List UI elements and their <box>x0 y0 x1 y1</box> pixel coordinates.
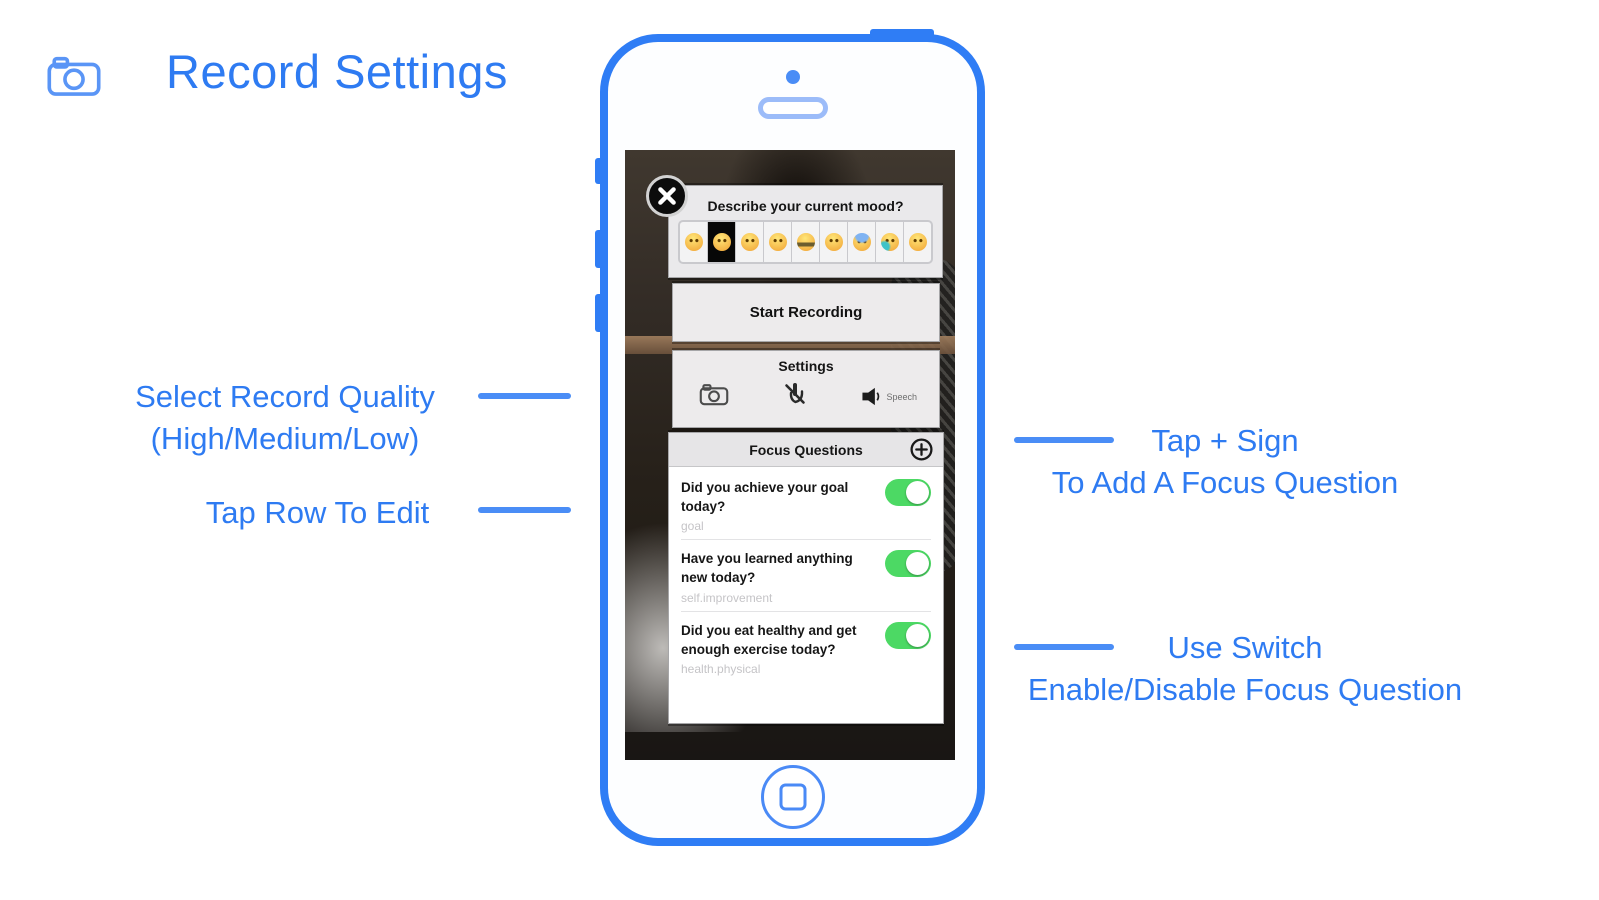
volume-down-button <box>595 294 604 332</box>
emoji-cell[interactable] <box>820 222 848 262</box>
focus-question-row[interactable]: Did you achieve your goal today? goal <box>681 469 931 541</box>
power-button <box>870 29 934 38</box>
focus-questions-title: Focus Questions <box>749 441 863 458</box>
phone-frame: Describe your current mood? Start Record… <box>595 29 985 846</box>
annotation-select-record-quality: Select Record Quality (High/Medium/Low) <box>105 376 465 460</box>
emoji-cell[interactable] <box>792 222 820 262</box>
start-recording-button[interactable]: Start Recording <box>672 283 940 342</box>
speech-label: Speech <box>886 391 917 402</box>
annotation-line: Tap + Sign <box>1151 423 1299 458</box>
volume-up-button <box>595 230 604 268</box>
annotation-line: Select Record Quality <box>135 379 435 414</box>
question-toggle-switch[interactable] <box>885 550 931 578</box>
question-text: Did you achieve your goal today? <box>681 480 849 515</box>
question-text: Have you learned anything new today? <box>681 551 853 586</box>
emoji-cell[interactable] <box>680 222 708 262</box>
smiling-emoji-icon <box>740 233 759 251</box>
page-title: Record Settings <box>166 45 508 98</box>
earpiece-speaker <box>757 97 828 119</box>
mood-prompt: Describe your current mood? <box>707 198 904 214</box>
emoji-strip <box>678 220 933 264</box>
focus-question-row[interactable]: Have you learned anything new today? sel… <box>681 540 931 612</box>
emoji-cell[interactable] <box>904 222 931 262</box>
close-icon[interactable] <box>646 175 688 217</box>
focus-questions-panel: Focus Questions Did you achieve your goa… <box>668 432 944 724</box>
connector-line <box>1014 437 1114 443</box>
connector-line <box>478 393 571 399</box>
annotation-tap-row-to-edit: Tap Row To Edit <box>205 495 430 530</box>
annotation-line: (High/Medium/Low) <box>150 421 420 456</box>
smiling-emoji-icon <box>768 233 787 251</box>
question-text: Did you eat healthy and get enough exerc… <box>681 622 857 657</box>
emoji-cell[interactable] <box>764 222 792 262</box>
emoji-cell[interactable] <box>708 222 736 262</box>
camera-icon <box>46 52 102 100</box>
fearful-emoji-icon <box>852 233 871 251</box>
question-tag: goal <box>681 519 704 534</box>
speech-toggle[interactable]: Speech <box>860 386 917 407</box>
laughing-tears-emoji-icon <box>880 233 899 251</box>
front-camera-dot <box>785 70 800 84</box>
phone-screen: Describe your current mood? Start Record… <box>625 150 955 760</box>
question-toggle-switch[interactable] <box>885 621 931 649</box>
home-button[interactable] <box>760 765 825 829</box>
annotation-line: To Add A Focus Question <box>1051 465 1399 500</box>
question-tag: self.improvement <box>681 590 773 605</box>
settings-panel: Settings <box>672 350 940 428</box>
connector-line <box>478 507 571 513</box>
question-tag: health.physical <box>681 661 761 676</box>
mood-panel: Describe your current mood? <box>668 185 943 278</box>
pensive-emoji-icon <box>908 233 927 251</box>
speaker-icon <box>862 387 880 406</box>
annotation-add-focus-question: Tap + Sign To Add A Focus Question <box>1000 420 1450 504</box>
emoji-cell[interactable] <box>736 222 764 262</box>
record-quality-camera-icon[interactable] <box>699 382 729 412</box>
grinning-emoji-icon <box>712 233 731 251</box>
settings-title: Settings <box>778 358 834 374</box>
focus-question-row[interactable]: Did you eat healthy and get enough exerc… <box>681 612 931 682</box>
smiling-emoji-icon <box>824 233 843 251</box>
smiling-emoji-icon <box>684 233 703 251</box>
touch-disabled-icon[interactable] <box>782 381 808 412</box>
question-toggle-switch[interactable] <box>885 479 931 506</box>
annotation-line: Enable/Disable Focus Question <box>1027 672 1463 707</box>
home-button-icon <box>779 783 806 811</box>
emoji-cell[interactable] <box>876 222 904 262</box>
connector-line <box>1014 644 1114 650</box>
grimacing-emoji-icon <box>796 233 815 251</box>
annotation-line: Use Switch <box>1167 630 1323 665</box>
emoji-cell[interactable] <box>848 222 876 262</box>
annotation-use-switch: Use Switch Enable/Disable Focus Question <box>995 627 1495 711</box>
mute-switch <box>595 158 604 184</box>
add-question-plus-icon[interactable] <box>909 437 934 462</box>
